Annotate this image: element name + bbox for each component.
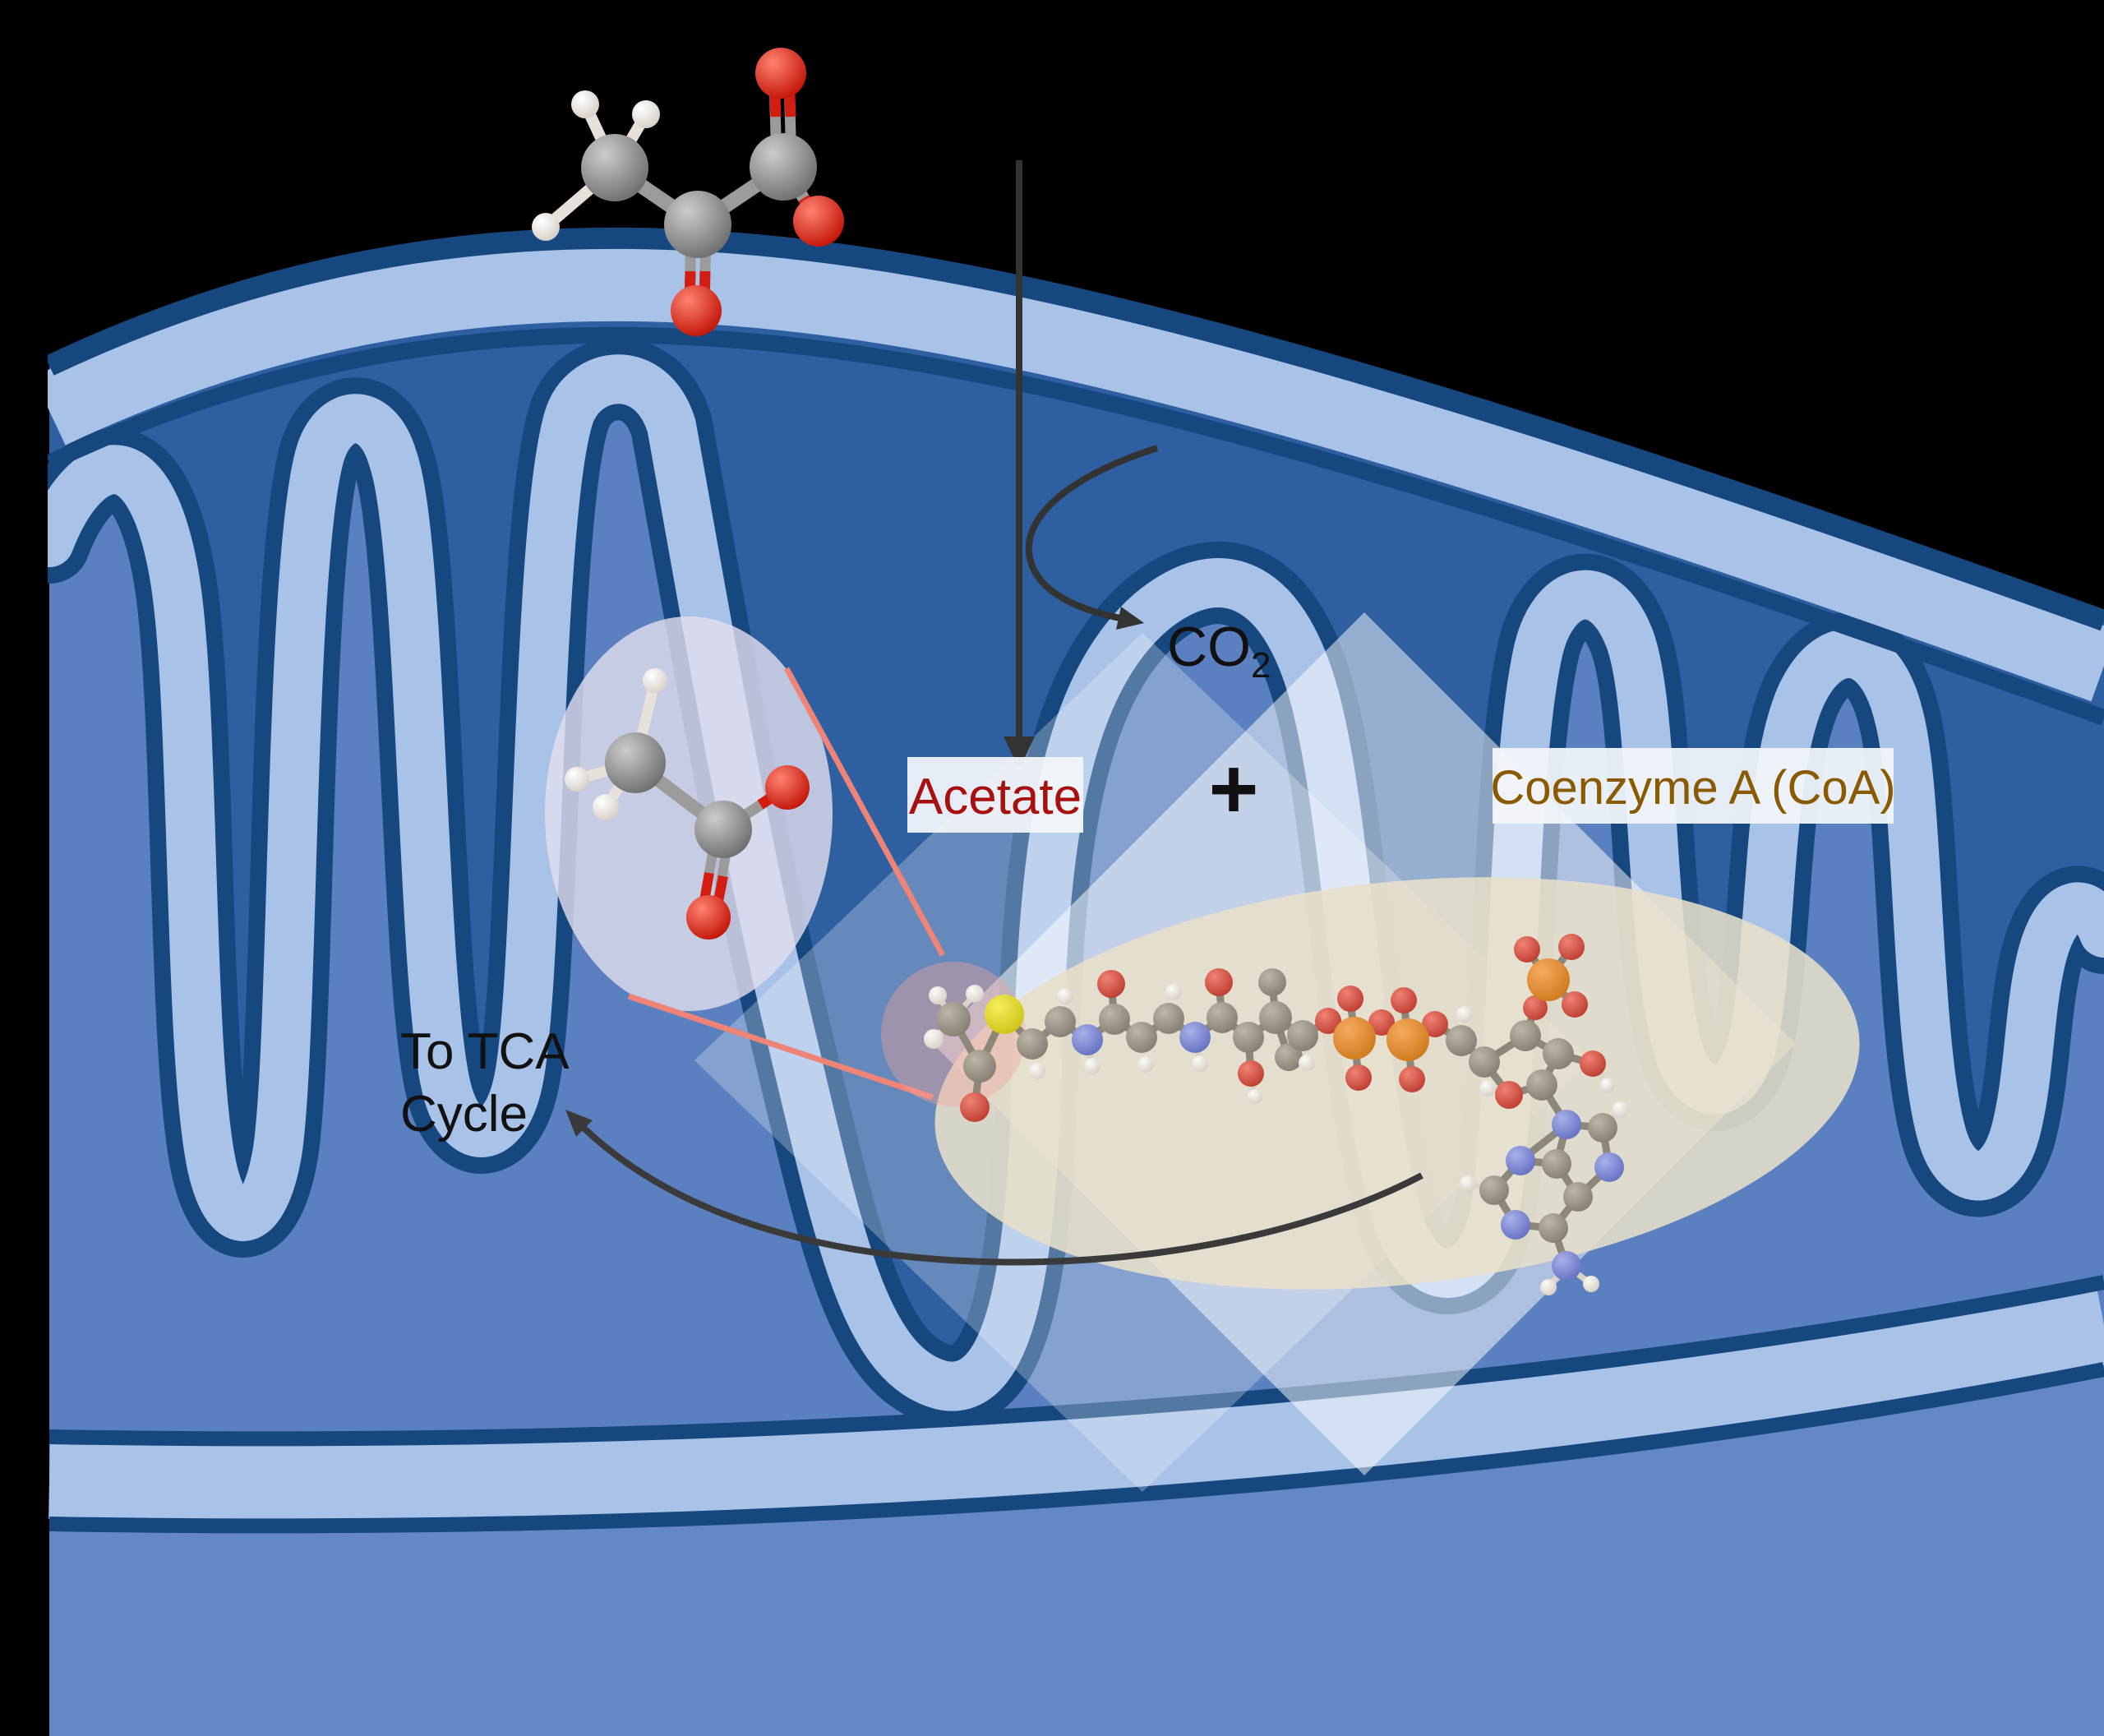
pyruvate-entry-arrow xyxy=(1004,160,1035,769)
pyruvate-molecule xyxy=(532,48,844,336)
co2-subscript: 2 xyxy=(1251,645,1271,686)
bottom-membrane-line-lower xyxy=(48,1362,2104,1534)
outer-light-band xyxy=(33,245,2104,702)
bottom-region xyxy=(49,1376,2104,1736)
acetate-molecule xyxy=(565,668,810,940)
callout-line-lower xyxy=(627,993,934,1101)
acetate-label-box xyxy=(907,757,1083,833)
co2-label: CO2 xyxy=(1167,616,1271,686)
outer-membrane-line xyxy=(44,227,2104,631)
to-tca-line1: To TCA xyxy=(400,1023,570,1080)
to-tca-cycle-label: To TCA Cycle xyxy=(400,1023,570,1143)
to-tca-arrow xyxy=(565,1110,1423,1266)
coa-beige-ellipse xyxy=(934,877,1860,1290)
plus-sign: + xyxy=(1209,741,1259,837)
bottom-light-band xyxy=(48,1286,2104,1521)
co2-release-arrow xyxy=(1025,445,1159,630)
inner-boundary-membrane-line xyxy=(45,326,2104,726)
co2-text: CO xyxy=(1167,616,1251,678)
left-black-margin xyxy=(0,0,48,1736)
coa-molecule xyxy=(924,934,1629,1295)
callout-line-upper xyxy=(783,667,946,957)
acetate-label: Acetate xyxy=(907,757,1083,833)
bottom-membrane-line-upper xyxy=(48,1275,2104,1447)
coenzyme-a-label-text: Coenzyme A (CoA) xyxy=(1490,761,1895,815)
acetate-lavender-ellipse xyxy=(545,616,833,1011)
acetate-label-text: Acetate xyxy=(909,769,1082,825)
coenzyme-a-label: Coenzyme A (CoA) xyxy=(1490,748,1896,824)
svg-text:CO2: CO2 xyxy=(1167,616,1271,686)
to-tca-line2: Cycle xyxy=(400,1086,528,1143)
coenzyme-a-label-box xyxy=(1493,748,1894,824)
